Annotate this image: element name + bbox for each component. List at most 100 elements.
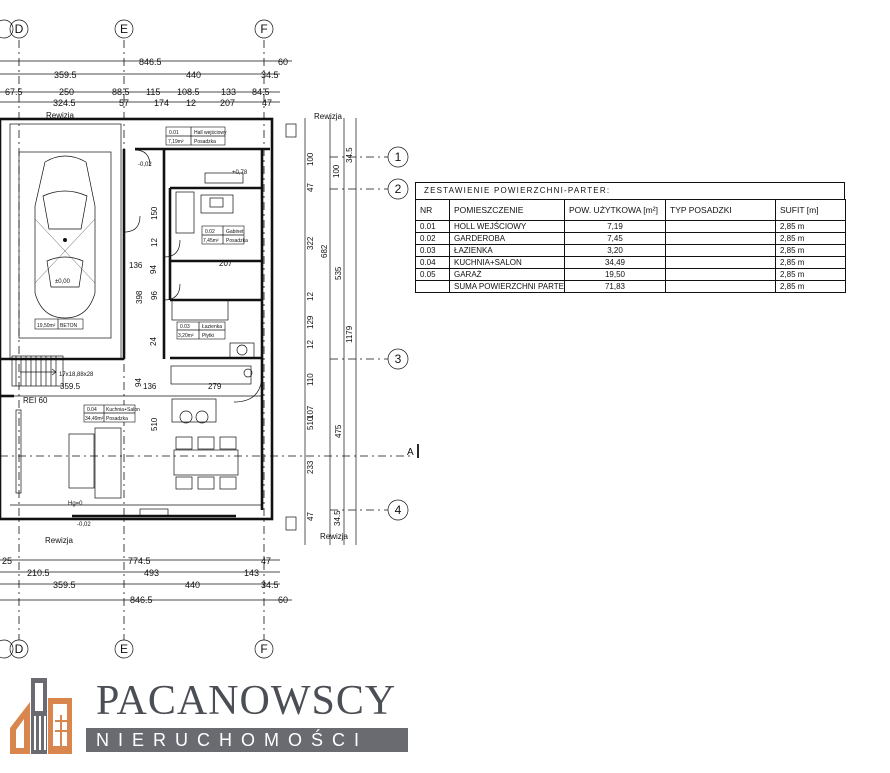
dim-inner-510: 510	[150, 417, 159, 431]
dim-right-322: 322	[306, 236, 315, 250]
dim-bottom-60: 60	[278, 595, 288, 605]
header-area: POW. UŻYTKOWA [m²]	[564, 199, 666, 221]
row-5-area: 19,50	[564, 268, 666, 281]
row-5-floor-type	[665, 268, 776, 281]
walls	[0, 117, 274, 521]
dim-right-129: 129	[306, 315, 315, 329]
row-2-ceiling: 2,85 m	[775, 232, 846, 245]
brand-subtitle: NIERUCHOMOŚCI	[96, 730, 369, 750]
row-4-nr: 0.04	[415, 256, 450, 269]
dim-inner-136a: 136	[143, 382, 157, 391]
row-4-ceiling: 2,85 m	[775, 256, 846, 269]
summary-empty	[415, 280, 450, 293]
row-4-room: KUCHNIA+SALON	[449, 256, 565, 269]
table-row: 0.03 ŁAZIENKA 3,20 2,85 m	[415, 244, 846, 257]
row-5-ceiling: 2,85 m	[775, 268, 846, 281]
bottom-level-label: -0,02	[77, 522, 91, 528]
dim-bottom-47: 47	[261, 556, 271, 566]
area-summary-table: ZESTAWIENIE POWIERZCHNI-PARTER: NR POMIE…	[415, 182, 846, 298]
summary-value: 71,83	[564, 280, 666, 293]
room-0103-name: Łazienka	[202, 324, 222, 330]
area-table: NR POMIESZCZENIE POW. UŻYTKOWA [m²] TYP …	[415, 199, 846, 293]
dim-right-110: 110	[306, 373, 315, 386]
dim-top-845: 84.5	[252, 87, 270, 97]
dim-top-207: 207	[220, 98, 235, 108]
room-0104-area: 34,49m²	[85, 416, 104, 422]
dim-right-682: 682	[320, 244, 329, 258]
dim-top-115: 115	[146, 87, 160, 97]
upper-level-label: +0,78	[232, 170, 248, 176]
table-row: 0.04 KUCHNIA+SALON 34,49 2,85 m	[415, 256, 846, 269]
axis-label-e-bottom: E	[120, 642, 128, 656]
dim-top-57: 57	[119, 98, 129, 108]
furniture	[15, 123, 297, 531]
summary-ceiling: 2,85 m	[775, 280, 846, 293]
header-room: POMIESZCZENIE	[449, 199, 565, 221]
table-row: 0.01 HOLL WEJŚCIOWY 7,19 2,85 m	[415, 220, 846, 233]
dim-right-12a: 12	[306, 292, 315, 301]
dim-bottom-143: 143	[244, 568, 259, 578]
room-0103-area: 3,20m²	[178, 333, 194, 339]
bottom-dimensions: 25 774.5 47 210.5 493 143 359.5 440 34.5…	[0, 556, 292, 605]
summary-label: SUMA POWIERZCHNI PARTERU	[449, 280, 565, 293]
dim-top-3245: 324.5	[53, 98, 76, 108]
row-3-ceiling: 2,85 m	[775, 244, 846, 257]
room-0104-name: Kuchnia+Salon	[106, 407, 140, 413]
row-1-floor-type	[665, 220, 776, 233]
dim-bottom-2105: 210.5	[27, 568, 50, 578]
dim-top-8465: 846.5	[139, 57, 162, 67]
dim-inner-279: 279	[208, 382, 222, 391]
dim-right-100b: 100	[332, 164, 341, 178]
row-1-ceiling: 2,85 m	[775, 220, 846, 233]
axis-label-d-bottom: D	[15, 642, 24, 656]
row-1-nr: 0.01	[415, 220, 450, 233]
dim-bottom-8465: 846.5	[130, 595, 153, 605]
row-3-area: 3,20	[564, 244, 666, 257]
row-3-floor-type	[665, 244, 776, 257]
dim-right-100: 100	[306, 152, 315, 166]
table-header-row: NR POMIESZCZENIE POW. UŻYTKOWA [m²] TYP …	[415, 199, 846, 221]
dim-top-60: 60	[278, 57, 288, 67]
axis-bubbles-bottom: D E F	[0, 639, 274, 659]
dim-right-345-bottom: 34.5	[333, 510, 342, 526]
section-label: A	[407, 447, 414, 458]
brand-name: PACANOWSCY	[96, 678, 397, 724]
dim-right-47b: 47	[306, 512, 315, 521]
dim-inner-3595: 359.5	[60, 382, 81, 391]
top-dimensions: 846.5 60 359.5 440 34.5 67.5 250 88.5 11…	[0, 57, 292, 108]
dim-right-1179: 1179	[345, 325, 354, 343]
axis-label-2: 2	[395, 182, 402, 196]
room-0102-floor: Posadzka	[226, 238, 248, 244]
room-0101-name: Hall wejściowy	[194, 130, 227, 136]
row-2-floor-type	[665, 232, 776, 245]
dim-top-174: 174	[154, 98, 169, 108]
hg-label: Hg=0	[68, 501, 83, 507]
room-0101-number: 0.01	[169, 130, 179, 136]
dim-inner-24: 24	[149, 337, 158, 346]
dim-inner-136b: 136	[129, 261, 143, 270]
summary-floor-type	[665, 280, 776, 293]
dim-inner-12: 12	[150, 238, 159, 247]
header-nr: NR	[415, 199, 450, 221]
room-0102-area: 7,45m²	[203, 238, 219, 244]
row-2-room: GARDEROBA	[449, 232, 565, 245]
dim-top-675: 67.5	[5, 87, 23, 97]
dim-bottom-440: 440	[185, 580, 200, 590]
stairs-label: 17x18,88x28	[59, 372, 94, 378]
dim-top-12: 12	[186, 98, 196, 108]
room-0103-number: 0.03	[180, 324, 190, 330]
dim-inner-207: 207	[219, 259, 233, 268]
axis-lines: A	[0, 40, 419, 640]
dim-top-440: 440	[186, 70, 201, 80]
row-2-area: 7,45	[564, 232, 666, 245]
stairs-symbol	[11, 355, 64, 387]
row-4-area: 34,49	[564, 256, 666, 269]
room-0104-number: 0.04	[87, 407, 97, 413]
axis-label-3: 3	[395, 352, 402, 366]
rewizja-top-label: Rewizja	[46, 111, 75, 120]
row-5-nr: 0.05	[415, 268, 450, 281]
dim-right-475: 475	[334, 424, 343, 438]
rewizja-right-label: Rewizja	[314, 112, 343, 121]
plan-annotations: Rewizja Rewizja Rewizja Rewizja REI 60 1…	[23, 111, 349, 545]
